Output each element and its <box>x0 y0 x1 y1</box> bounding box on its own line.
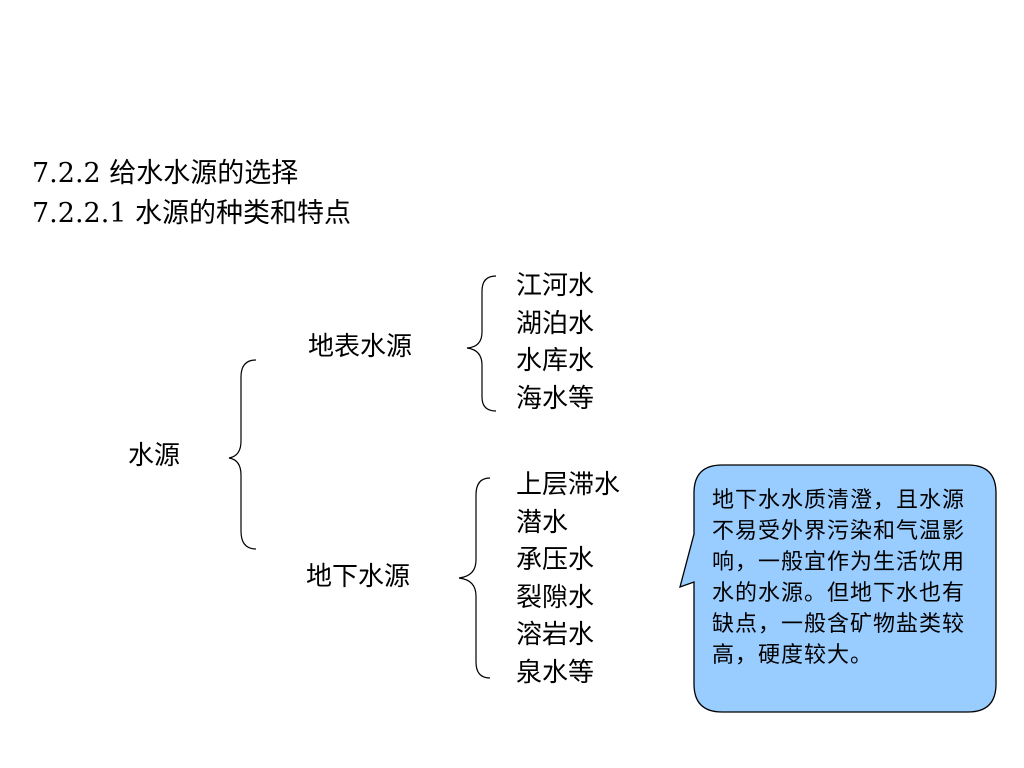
list-item: 溶岩水 <box>516 620 595 650</box>
surface-water-list: 江河水 湖泊水 水库水 海水等 <box>516 268 594 418</box>
subsection-heading: 7.2.2.1 水源的种类和特点 <box>32 198 352 229</box>
groundwater-list: 上层滞水 潜水 承压水 裂隙水 溶岩水 泉水等 <box>516 467 620 692</box>
list-item: 裂隙水 <box>516 582 595 613</box>
list-item: 海水等 <box>516 383 595 414</box>
list-item: 上层滞水 <box>516 470 621 500</box>
list-item: 承压水 <box>516 545 595 575</box>
branch-surface-water-label: 地表水源 <box>308 332 413 362</box>
list-item: 湖泊水 <box>516 308 595 339</box>
list-item: 泉水等 <box>516 657 595 688</box>
section-heading: 7.2.2 给水水源的选择 <box>32 158 299 189</box>
callout-text: 地下水水质清澄，且水源不易受外界污染和气温影响，一般宜作为生活饮用水的水源。但地… <box>712 487 966 667</box>
list-item: 江河水 <box>516 271 595 301</box>
callout-bubble <box>679 464 997 713</box>
list-item: 水库水 <box>516 346 595 376</box>
branch-groundwater-label: 地下水源 <box>306 562 411 592</box>
root-node-label: 水源 <box>128 441 181 471</box>
list-item: 潜水 <box>516 507 569 538</box>
